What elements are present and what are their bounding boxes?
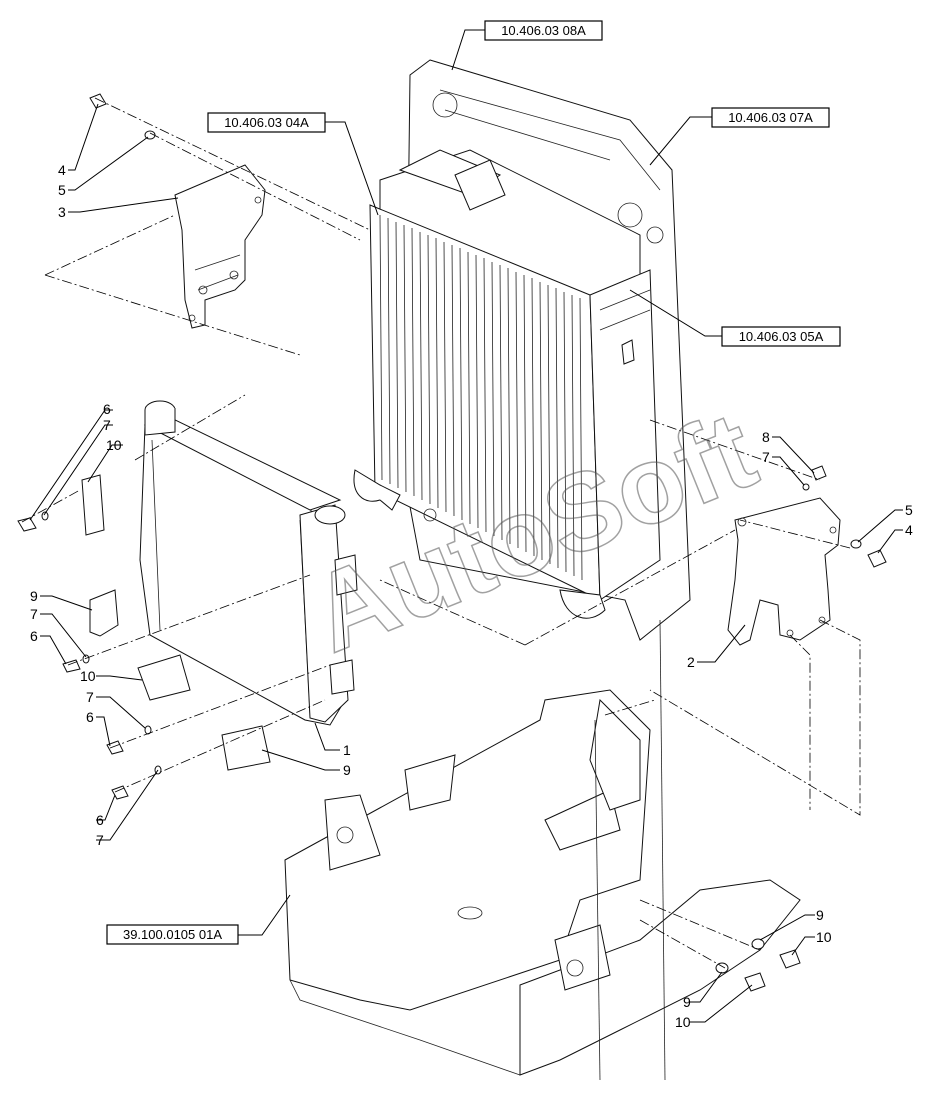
leader-lines: [29, 29, 903, 1023]
callout-9: 9: [683, 994, 691, 1010]
callout-5: 5: [905, 502, 913, 518]
ref-label: 10.406.03 08A: [501, 23, 586, 38]
ref-box-10-406-03-08a[interactable]: 10.406.03 08A: [484, 20, 603, 41]
callout-7: 7: [86, 689, 94, 705]
callout-9: 9: [816, 907, 824, 923]
radiator-fins: [379, 214, 583, 581]
callout-2: 2: [687, 654, 695, 670]
ref-label: 10.406.03 07A: [728, 110, 813, 125]
cooler-1: [139, 400, 358, 726]
callout-6: 6: [30, 628, 38, 644]
callout-1: 1: [343, 742, 351, 758]
callout-4: 4: [905, 522, 913, 538]
bracket-2: [727, 465, 887, 646]
chassis-frame: [284, 619, 801, 1081]
callout-10: 10: [675, 1014, 691, 1030]
callout-9: 9: [343, 762, 351, 778]
callout-7: 7: [762, 449, 770, 465]
callout-8: 8: [762, 429, 770, 445]
callout-10: 10: [80, 668, 96, 684]
callout-7: 7: [96, 832, 104, 848]
ref-box-10-406-03-05a[interactable]: 10.406.03 05A: [721, 326, 841, 347]
callout-10: 10: [816, 929, 832, 945]
radiator-assembly: [353, 59, 691, 641]
ref-label: 10.406.03 04A: [224, 115, 309, 130]
ref-box-10-406-03-07a[interactable]: 10.406.03 07A: [711, 107, 830, 128]
ref-box-39-100-0105-01a[interactable]: 39.100.0105 01A: [106, 924, 239, 945]
bracket-3: [89, 93, 266, 329]
callout-9: 9: [30, 588, 38, 604]
callout-7: 7: [103, 417, 111, 433]
callout-4: 4: [58, 162, 66, 178]
callout-6: 6: [103, 401, 111, 417]
callout-numbers: 4 5 3 6 7 10 9 7 6 10 7 6 1 9 6 7 8 7 5 …: [30, 162, 913, 1030]
ref-label: 39.100.0105 01A: [123, 927, 222, 942]
ref-box-10-406-03-04a[interactable]: 10.406.03 04A: [207, 112, 326, 133]
callout-3: 3: [58, 204, 66, 220]
callout-7: 7: [30, 606, 38, 622]
small-brackets-left: [17, 474, 271, 800]
callout-6: 6: [96, 812, 104, 828]
ref-label: 10.406.03 05A: [739, 329, 824, 344]
callout-6: 6: [86, 709, 94, 725]
callout-5: 5: [58, 182, 66, 198]
callout-10: 10: [106, 437, 122, 453]
